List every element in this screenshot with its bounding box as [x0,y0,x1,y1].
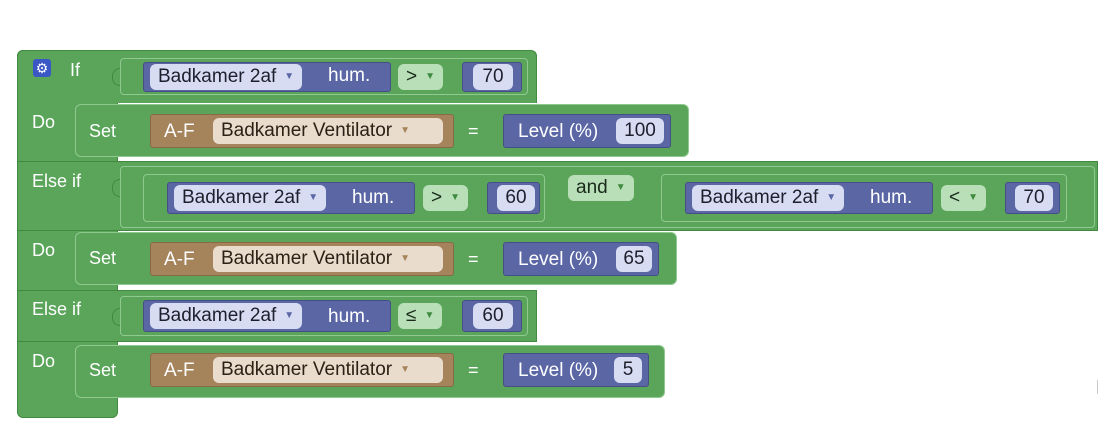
actuator-dropdown[interactable]: Badkamer Ventilator ▼ [213,118,443,144]
device-name: Badkamer 2af [158,305,277,327]
actuator-label: A-F [164,121,195,142]
number-field[interactable]: 70 [1015,185,1053,211]
level-field[interactable]: 5 [614,357,642,383]
level-label: Level (%) [518,360,599,381]
caret-down-icon: ▼ [400,364,410,375]
caret-down-icon: ▼ [615,182,626,193]
actuator-name: Badkamer Ventilator [221,248,393,270]
operator-dropdown[interactable]: ≤▼ [398,303,443,329]
text-cursor-mark [1097,380,1098,394]
caret-down-icon: ▼ [284,310,295,321]
else-if-keyword-1: Else if [32,171,82,191]
actuator-dropdown[interactable]: Badkamer Ventilator ▼ [213,357,443,383]
input-connector [112,308,120,326]
device-name: Badkamer 2af [182,187,301,209]
actuator-label: A-F [164,360,195,381]
device-name: Badkamer 2af [700,187,819,209]
level-field[interactable]: 65 [616,246,652,272]
caret-down-icon: ▼ [968,192,979,203]
gear-icon[interactable]: ⚙ [33,59,51,77]
number-field[interactable]: 60 [473,303,513,329]
caret-down-icon: ▼ [284,71,295,82]
caret-down-icon: ▼ [400,253,410,264]
device-dropdown[interactable]: Badkamer 2af ▼ [150,64,303,90]
set-keyword: Set [89,360,117,380]
operator-dropdown[interactable]: >▼ [398,64,444,90]
property-label: hum. [352,187,395,208]
level-field[interactable]: 100 [616,118,664,144]
operator-value: > [406,66,418,88]
caret-down-icon: ▼ [826,192,837,203]
number-field[interactable]: 70 [473,64,513,90]
if-keyword: If [70,60,81,80]
caret-down-icon: ▼ [425,71,436,82]
actuator-dropdown[interactable]: Badkamer Ventilator ▼ [213,246,443,272]
property-label: hum. [870,187,913,208]
equals-sign: = [468,121,479,141]
caret-down-icon: ▼ [308,192,319,203]
caret-down-icon: ▼ [424,310,435,321]
caret-down-icon: ▼ [450,192,461,203]
input-connector [112,68,120,86]
set-keyword: Set [89,121,117,141]
operator-value: ≤ [406,305,417,327]
device-dropdown[interactable]: Badkamer 2af ▼ [150,303,303,329]
logic-operator-dropdown[interactable]: and ▼ [568,175,634,201]
do-keyword-1: Do [32,112,56,132]
equals-sign: = [468,249,479,269]
input-connector [112,179,120,197]
set-keyword: Set [89,248,117,268]
actuator-name: Badkamer Ventilator [221,359,393,381]
actuator-label: A-F [164,249,195,270]
logic-operator-value: and [576,177,608,199]
device-dropdown[interactable]: Badkamer 2af ▼ [692,185,845,211]
do-keyword-3: Do [32,351,56,371]
device-name: Badkamer 2af [158,66,277,88]
else-if-keyword-2: Else if [32,299,82,319]
actuator-name: Badkamer Ventilator [221,120,393,142]
number-field[interactable]: 60 [497,185,535,211]
device-dropdown[interactable]: Badkamer 2af ▼ [174,185,327,211]
operator-dropdown[interactable]: >▼ [423,185,469,211]
level-label: Level (%) [518,249,599,270]
do-keyword-2: Do [32,240,56,260]
property-label: hum. [328,306,371,327]
property-label: hum. [328,65,371,86]
operator-value: > [431,187,443,209]
equals-sign: = [468,360,479,380]
operator-dropdown[interactable]: <▼ [941,185,987,211]
level-label: Level (%) [518,121,599,142]
operator-value: < [949,187,961,209]
caret-down-icon: ▼ [400,125,410,136]
